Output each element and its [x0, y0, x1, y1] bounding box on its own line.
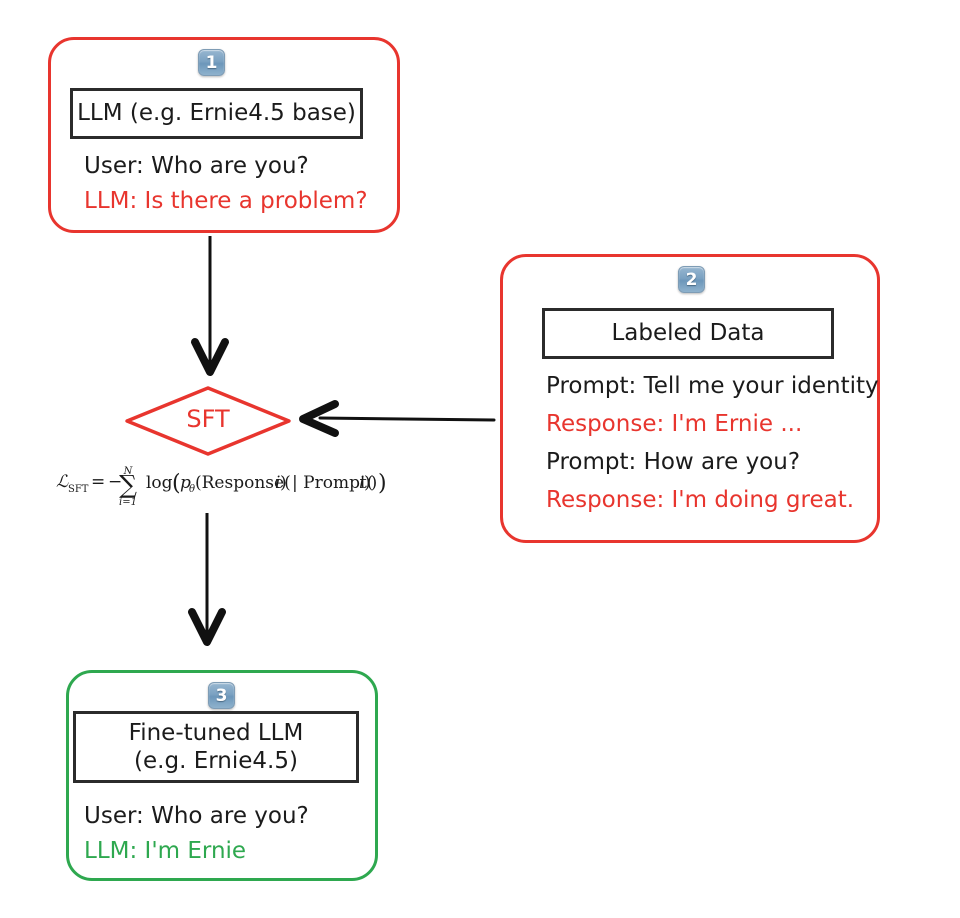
- formula-body: (Response(: [195, 473, 291, 493]
- formula-lhs-sub: SFT: [68, 484, 89, 495]
- sft-loss-formula-svg: ℒ SFT = − N ∑ i=1 log ( p θ (Response( i…: [56, 466, 386, 508]
- formula-body-end: )): [364, 473, 377, 493]
- sft-node-label: SFT: [186, 405, 230, 433]
- step-3-model-label-line1: Fine-tuned LLM: [128, 719, 304, 746]
- formula-sigma: ∑: [119, 470, 137, 499]
- step-3-badge: 3: [208, 682, 235, 709]
- formula-log: log: [146, 473, 173, 493]
- formula-sigma-upper: N: [123, 466, 134, 477]
- formula-body-i2: i: [359, 473, 364, 493]
- formula-sigma-lower: i=1: [119, 497, 137, 508]
- step-1-model-box: LLM (e.g. Ernie4.5 base): [70, 88, 363, 139]
- sft-node: SFT: [124, 385, 292, 457]
- step-1-model-label: LLM (e.g. Ernie4.5 base): [77, 100, 356, 127]
- step-2-response-2: Response: I'm doing great.: [546, 487, 855, 513]
- arrow-sft-to-box3: [188, 513, 226, 646]
- step-1-badge: 1: [198, 49, 225, 76]
- formula-equals: =: [91, 472, 105, 492]
- formula-body-mid: ) | Prompt(: [280, 473, 373, 493]
- step-3-model-box: Fine-tuned LLM (e.g. Ernie4.5): [73, 711, 359, 783]
- step-2-data-box: Labeled Data: [542, 308, 834, 359]
- formula-lhs: ℒ: [56, 472, 69, 492]
- formula-open-paren: (: [172, 471, 181, 496]
- sft-loss-formula: ℒ SFT = − N ∑ i=1 log ( p θ (Response( i…: [56, 455, 386, 509]
- arrow-box1-to-sft: [191, 236, 229, 376]
- step-1-dialogue-user: User: Who are you?: [84, 153, 309, 179]
- step-3-dialogue-llm: LLM: I'm Ernie: [84, 838, 247, 864]
- step-2-response-1: Response: I'm Ernie ...: [546, 411, 803, 437]
- step-2-badge: 2: [678, 266, 705, 293]
- step-1-dialogue-llm: LLM: Is there a problem?: [84, 188, 368, 214]
- step-3-dialogue-user: User: Who are you?: [84, 803, 309, 829]
- step-2-prompt-1: Prompt: Tell me your identity: [546, 373, 879, 399]
- arrow-box2-to-sft: [299, 400, 496, 437]
- sft-diamond-shape: [125, 386, 291, 456]
- formula-close-paren: ): [378, 471, 386, 496]
- step-2-data-label: Labeled Data: [611, 320, 765, 347]
- formula-minus: −: [108, 472, 122, 492]
- step-3-model-label-line2: (e.g. Ernie4.5): [134, 748, 298, 774]
- formula-p: p: [180, 473, 191, 493]
- formula-p-sub: θ: [189, 484, 195, 495]
- step-2-container: [500, 254, 880, 543]
- formula-body-i1: i: [275, 473, 280, 493]
- step-2-prompt-2: Prompt: How are you?: [546, 449, 801, 475]
